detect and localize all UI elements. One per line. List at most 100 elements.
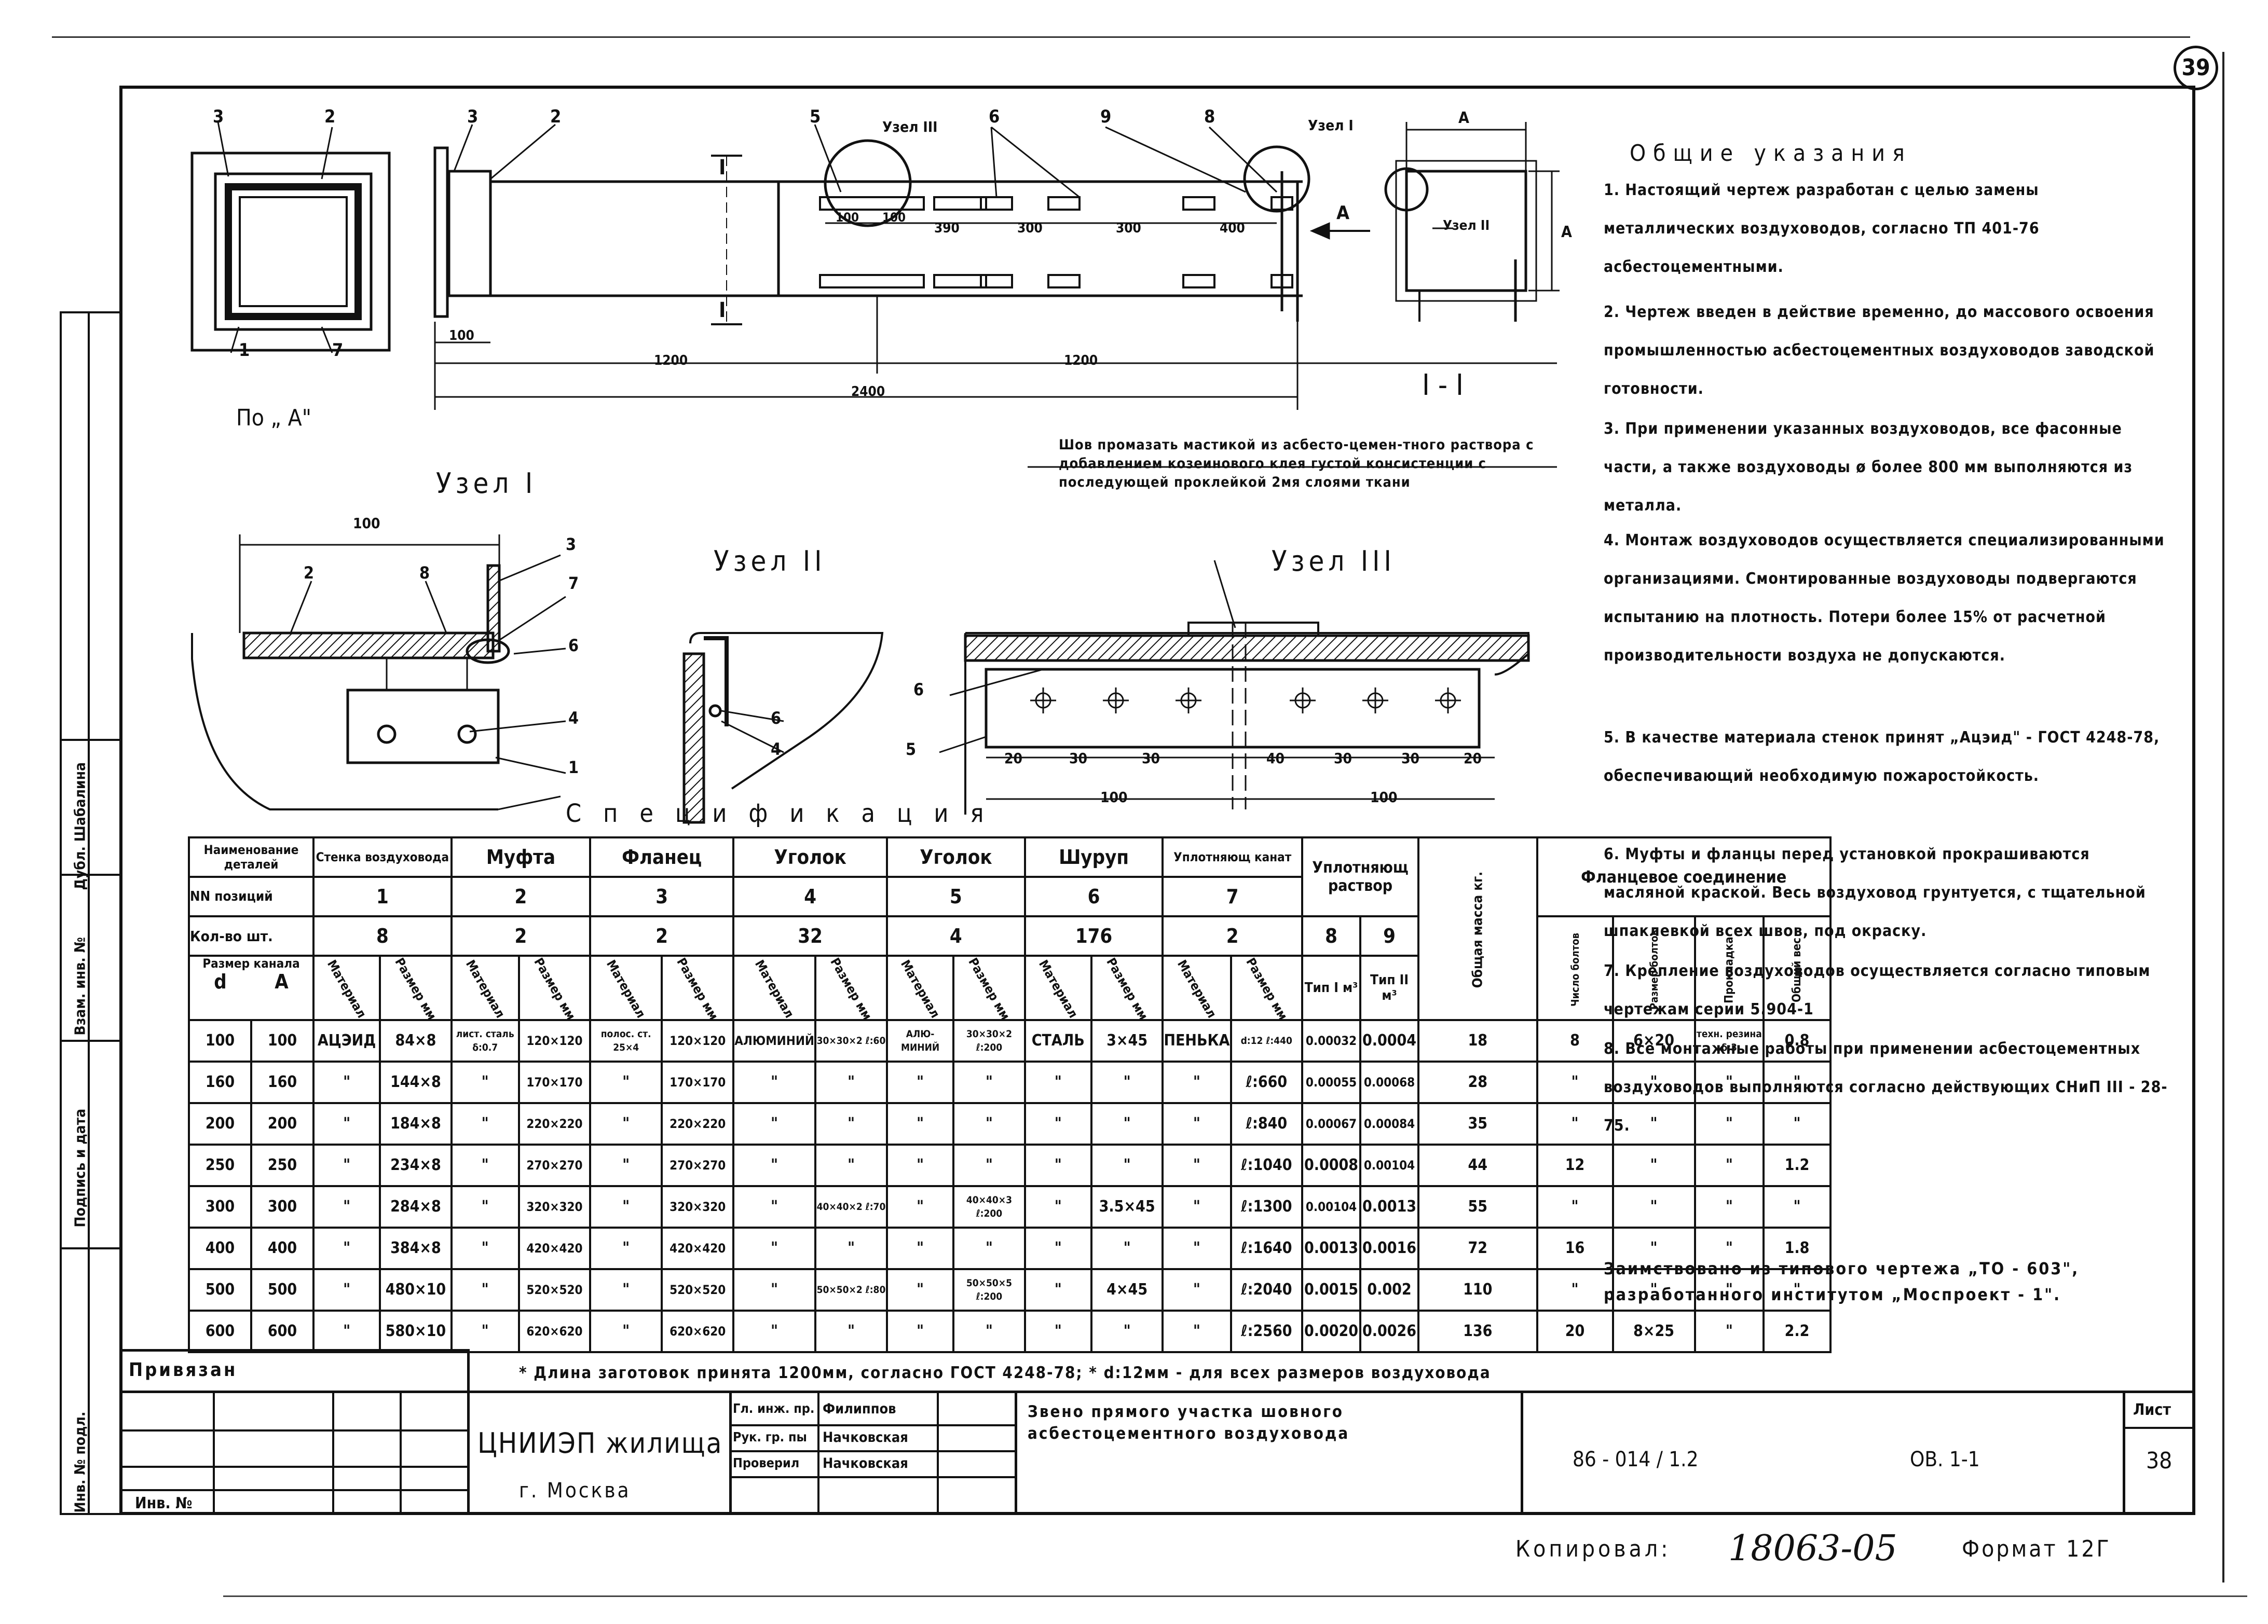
spec-header-row-2: NN позиций 1 2 3 4 5 6 7 (188, 876, 1830, 917)
tb-role-line-2 (729, 1450, 1015, 1452)
spec-cell: " (589, 1310, 663, 1353)
top-rule (52, 36, 2190, 38)
spec-cell: " (732, 1227, 816, 1270)
dim-2400: 2400 (851, 384, 885, 400)
spec-cell: " (589, 1102, 663, 1146)
spec-cell: 320×320 (661, 1185, 735, 1229)
spec-cell: 200 (250, 1102, 315, 1146)
n3-dim-20b: 20 (1464, 750, 1482, 767)
spec-cell: 0.0015 (1301, 1268, 1362, 1312)
spec-cell: 84×8 (379, 1019, 453, 1063)
dim-390: 390 (934, 221, 960, 236)
tb-code: 86 - 014 / 1.2 (1573, 1448, 1699, 1471)
n3-dim-30c: 30 (1334, 750, 1352, 767)
mat-4-text: Материал (752, 957, 797, 1020)
dim-100a-top: 100 (836, 210, 859, 225)
spec-cell: 100 (188, 1019, 252, 1063)
hdr-total-weight: Общий вес (1763, 915, 1832, 1021)
pos-5: 5 (885, 876, 1026, 917)
spec-cell: " (1162, 1227, 1232, 1270)
qty-1: 8 (312, 915, 453, 957)
spec-cell: 12 (1536, 1144, 1614, 1187)
spec-cell: 620×620 (517, 1310, 592, 1353)
spec-cell: 44 (1417, 1144, 1538, 1187)
tb-bottom (729, 1512, 2195, 1515)
spec-cell: полос. ст. 25×4 (589, 1019, 663, 1063)
view-label-po-a: По „ А" (236, 405, 311, 431)
n3-dim-30d: 30 (1401, 750, 1420, 767)
spec-cell: " (450, 1102, 520, 1146)
pos-7: 7 (1162, 876, 1304, 917)
spec-cell: 1.8 (1763, 1227, 1832, 1270)
pos-4: 4 (732, 876, 888, 917)
footnote: * Длина заготовок принята 1200мм, соглас… (519, 1364, 1491, 1382)
spec-cell: лист. сталь δ:0.7 (450, 1019, 520, 1063)
node3-callout: Узел III (882, 118, 938, 135)
tb-vline-8 (1015, 1391, 1017, 1515)
spec-cell: АЦЭИД (312, 1019, 381, 1063)
spec-cell: " (732, 1268, 816, 1312)
spec-cell: " (814, 1061, 888, 1104)
mat-2: Материал (450, 955, 520, 1021)
dim-400: 400 (1220, 221, 1245, 236)
type-1: Тип I м³ (1301, 955, 1362, 1021)
mark-1-bottom: 1 (239, 340, 250, 361)
spec-cell: " (1090, 1144, 1164, 1187)
tb-vline-3 (400, 1391, 402, 1515)
spec-cell: " (312, 1310, 381, 1353)
tb-sheet-no: 38 (2146, 1448, 2173, 1474)
spec-cell: " (885, 1061, 955, 1104)
spec-cell: 0.00068 (1359, 1061, 1420, 1104)
spec-cell: " (1090, 1227, 1164, 1270)
n3-dim-100a: 100 (1100, 789, 1128, 806)
mat-3-text: Материал (604, 957, 649, 1020)
spec-cell: АЛЮМИНИЙ (732, 1019, 816, 1063)
pos-2: 2 (450, 876, 592, 917)
pos-1: 1 (312, 876, 453, 917)
spec-cell: " (1090, 1310, 1164, 1353)
spec-cell: 520×520 (517, 1268, 592, 1312)
spec-cell: " (1693, 1061, 1765, 1104)
spec-cell: 270×270 (517, 1144, 592, 1187)
spec-cell: " (450, 1268, 520, 1312)
size-5: Размер мм (952, 955, 1026, 1021)
spec-cell: 284×8 (379, 1185, 453, 1229)
tb-role-1: Гл. инж. пр. (733, 1401, 815, 1416)
tb-city: г. Москва (519, 1479, 631, 1503)
spec-cell: " (312, 1227, 381, 1270)
section-dim-a-right: А (1561, 223, 1572, 241)
spec-cell: " (1693, 1185, 1765, 1229)
spec-cell: " (1162, 1144, 1232, 1187)
tb-vline-1 (213, 1391, 215, 1515)
mark-3-top: 3 (213, 106, 224, 127)
tb-vline-4 (467, 1391, 470, 1515)
tb-drawing-title: Звено прямого участка шовного асбестоцем… (1028, 1402, 1350, 1443)
mark-2-side: 2 (550, 106, 562, 127)
spec-cell: " (1536, 1102, 1614, 1146)
tb-org: ЦНИИЭП жилища (477, 1427, 723, 1460)
spec-cell: 0.002 (1359, 1268, 1420, 1312)
tb-name-3: Начковская (823, 1455, 908, 1471)
tb-sheet-code: ОВ. 1-1 (1910, 1448, 1980, 1471)
spec-cell: " (312, 1144, 381, 1187)
spec-cell: техн. резина δ:3 (1693, 1019, 1765, 1063)
mark-2-top: 2 (324, 106, 336, 127)
spec-cell: " (312, 1268, 381, 1312)
tb-role-line-1 (729, 1424, 1015, 1426)
mat-4: Материал (732, 955, 816, 1021)
spec-cell: АЛЮ- МИНИЙ (885, 1019, 955, 1063)
n3-dim-30b: 30 (1142, 750, 1160, 767)
pos-9: 9 (1359, 915, 1420, 957)
spec-cell: " (885, 1227, 955, 1270)
spec-cell: " (952, 1227, 1026, 1270)
spec-cell: 184×8 (379, 1102, 453, 1146)
tb-vline-9 (1521, 1391, 1523, 1515)
pos-3: 3 (589, 876, 735, 917)
tb-top-line (119, 1349, 467, 1352)
dim-300b: 300 (1116, 221, 1141, 236)
spec-header-row-3: Кол-во шт. 8 2 2 32 4 176 2 8 9 Число бо… (188, 915, 1832, 1021)
spec-cell: " (1693, 1310, 1765, 1353)
copied-label: Копировал: (1515, 1536, 1671, 1562)
tb-vline-6 (817, 1391, 819, 1515)
